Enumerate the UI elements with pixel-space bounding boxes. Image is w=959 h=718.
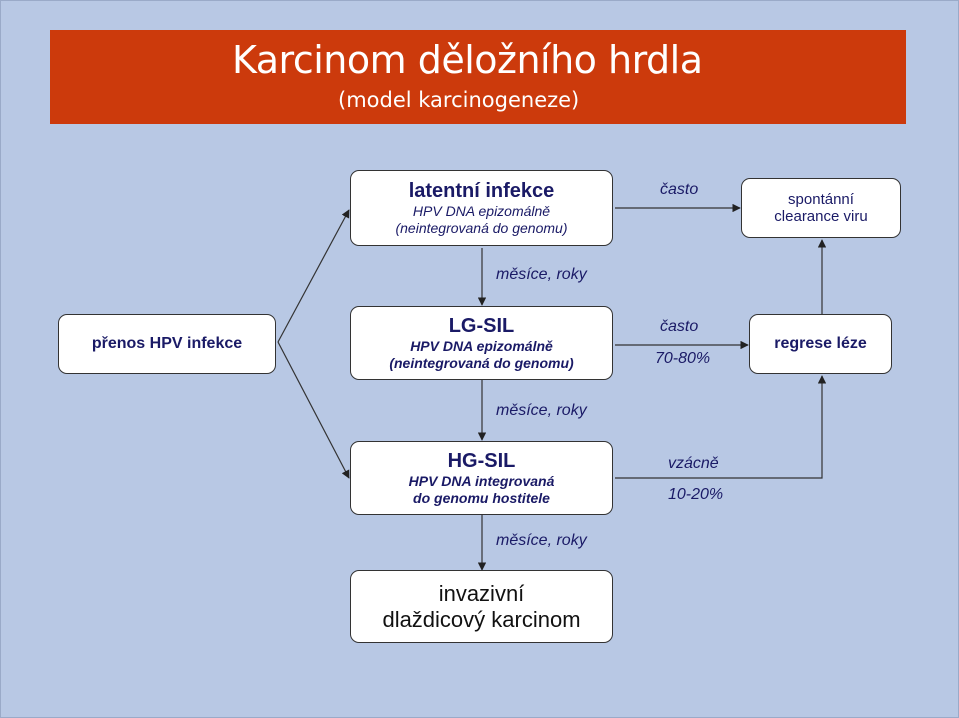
box-lgsil: LG-SIL HPV DNA epizomálně (neintegrovaná… — [350, 306, 613, 380]
box-hgsil-line1: HPV DNA integrovaná — [408, 473, 555, 490]
box-hgsil-line2: do genomu hostitele — [413, 489, 550, 506]
box-spontanni-line2: clearance viru — [774, 208, 868, 225]
label-pct-mid: 70-80% — [655, 350, 711, 367]
arrow-prenos-latentni — [277, 209, 350, 343]
box-lgsil-line2: (neintegrovaná do genomu) — [389, 354, 574, 371]
box-hgsil: HG-SIL HPV DNA integrovaná do genomu hos… — [350, 441, 613, 515]
label-mesice-2: měsíce, roky — [496, 402, 587, 419]
box-regrese-label: regrese léze — [774, 334, 867, 352]
label-mesice-3: měsíce, roky — [496, 532, 587, 549]
box-prenos-label: přenos HPV infekce — [91, 334, 243, 352]
slide-subtitle: (model karcinogeneze) — [338, 88, 580, 112]
box-prenos: přenos HPV infekce — [58, 314, 276, 374]
arrow-prenos-hgsil — [277, 341, 350, 479]
box-hgsil-title: HG-SIL — [447, 450, 516, 473]
label-casto-top: často — [660, 181, 699, 198]
box-lgsil-line1: HPV DNA epizomálně — [410, 338, 553, 355]
label-mesice-1: měsíce, roky — [496, 266, 587, 283]
slide-title: Karcinom děložního hrdla — [232, 38, 703, 82]
box-latentni-line1: HPV DNA epizomálně — [412, 203, 551, 220]
arrow-hgsil-regrese — [615, 375, 827, 479]
box-latentni-title: latentní infekce — [408, 180, 555, 203]
label-vzacne: vzácně — [668, 455, 719, 472]
label-casto-mid: často — [660, 318, 699, 335]
box-regrese: regrese léze — [749, 314, 892, 374]
label-pct-low: 10-20% — [668, 486, 724, 503]
box-spontanni: spontánní clearance viru — [741, 178, 901, 238]
box-lgsil-title: LG-SIL — [448, 315, 515, 338]
box-spontanni-line1: spontánní — [788, 190, 854, 208]
box-latentni: latentní infekce HPV DNA epizomálně (nei… — [350, 170, 613, 246]
title-banner — [50, 30, 906, 124]
box-latentni-line2: (neintegrovaná do genomu) — [395, 219, 568, 236]
box-invazivni-line2: dlaždicový karcinom — [382, 606, 581, 632]
box-invazivni-line1: invazivní — [438, 581, 525, 607]
box-invazivni: invazivní dlaždicový karcinom — [350, 570, 613, 643]
